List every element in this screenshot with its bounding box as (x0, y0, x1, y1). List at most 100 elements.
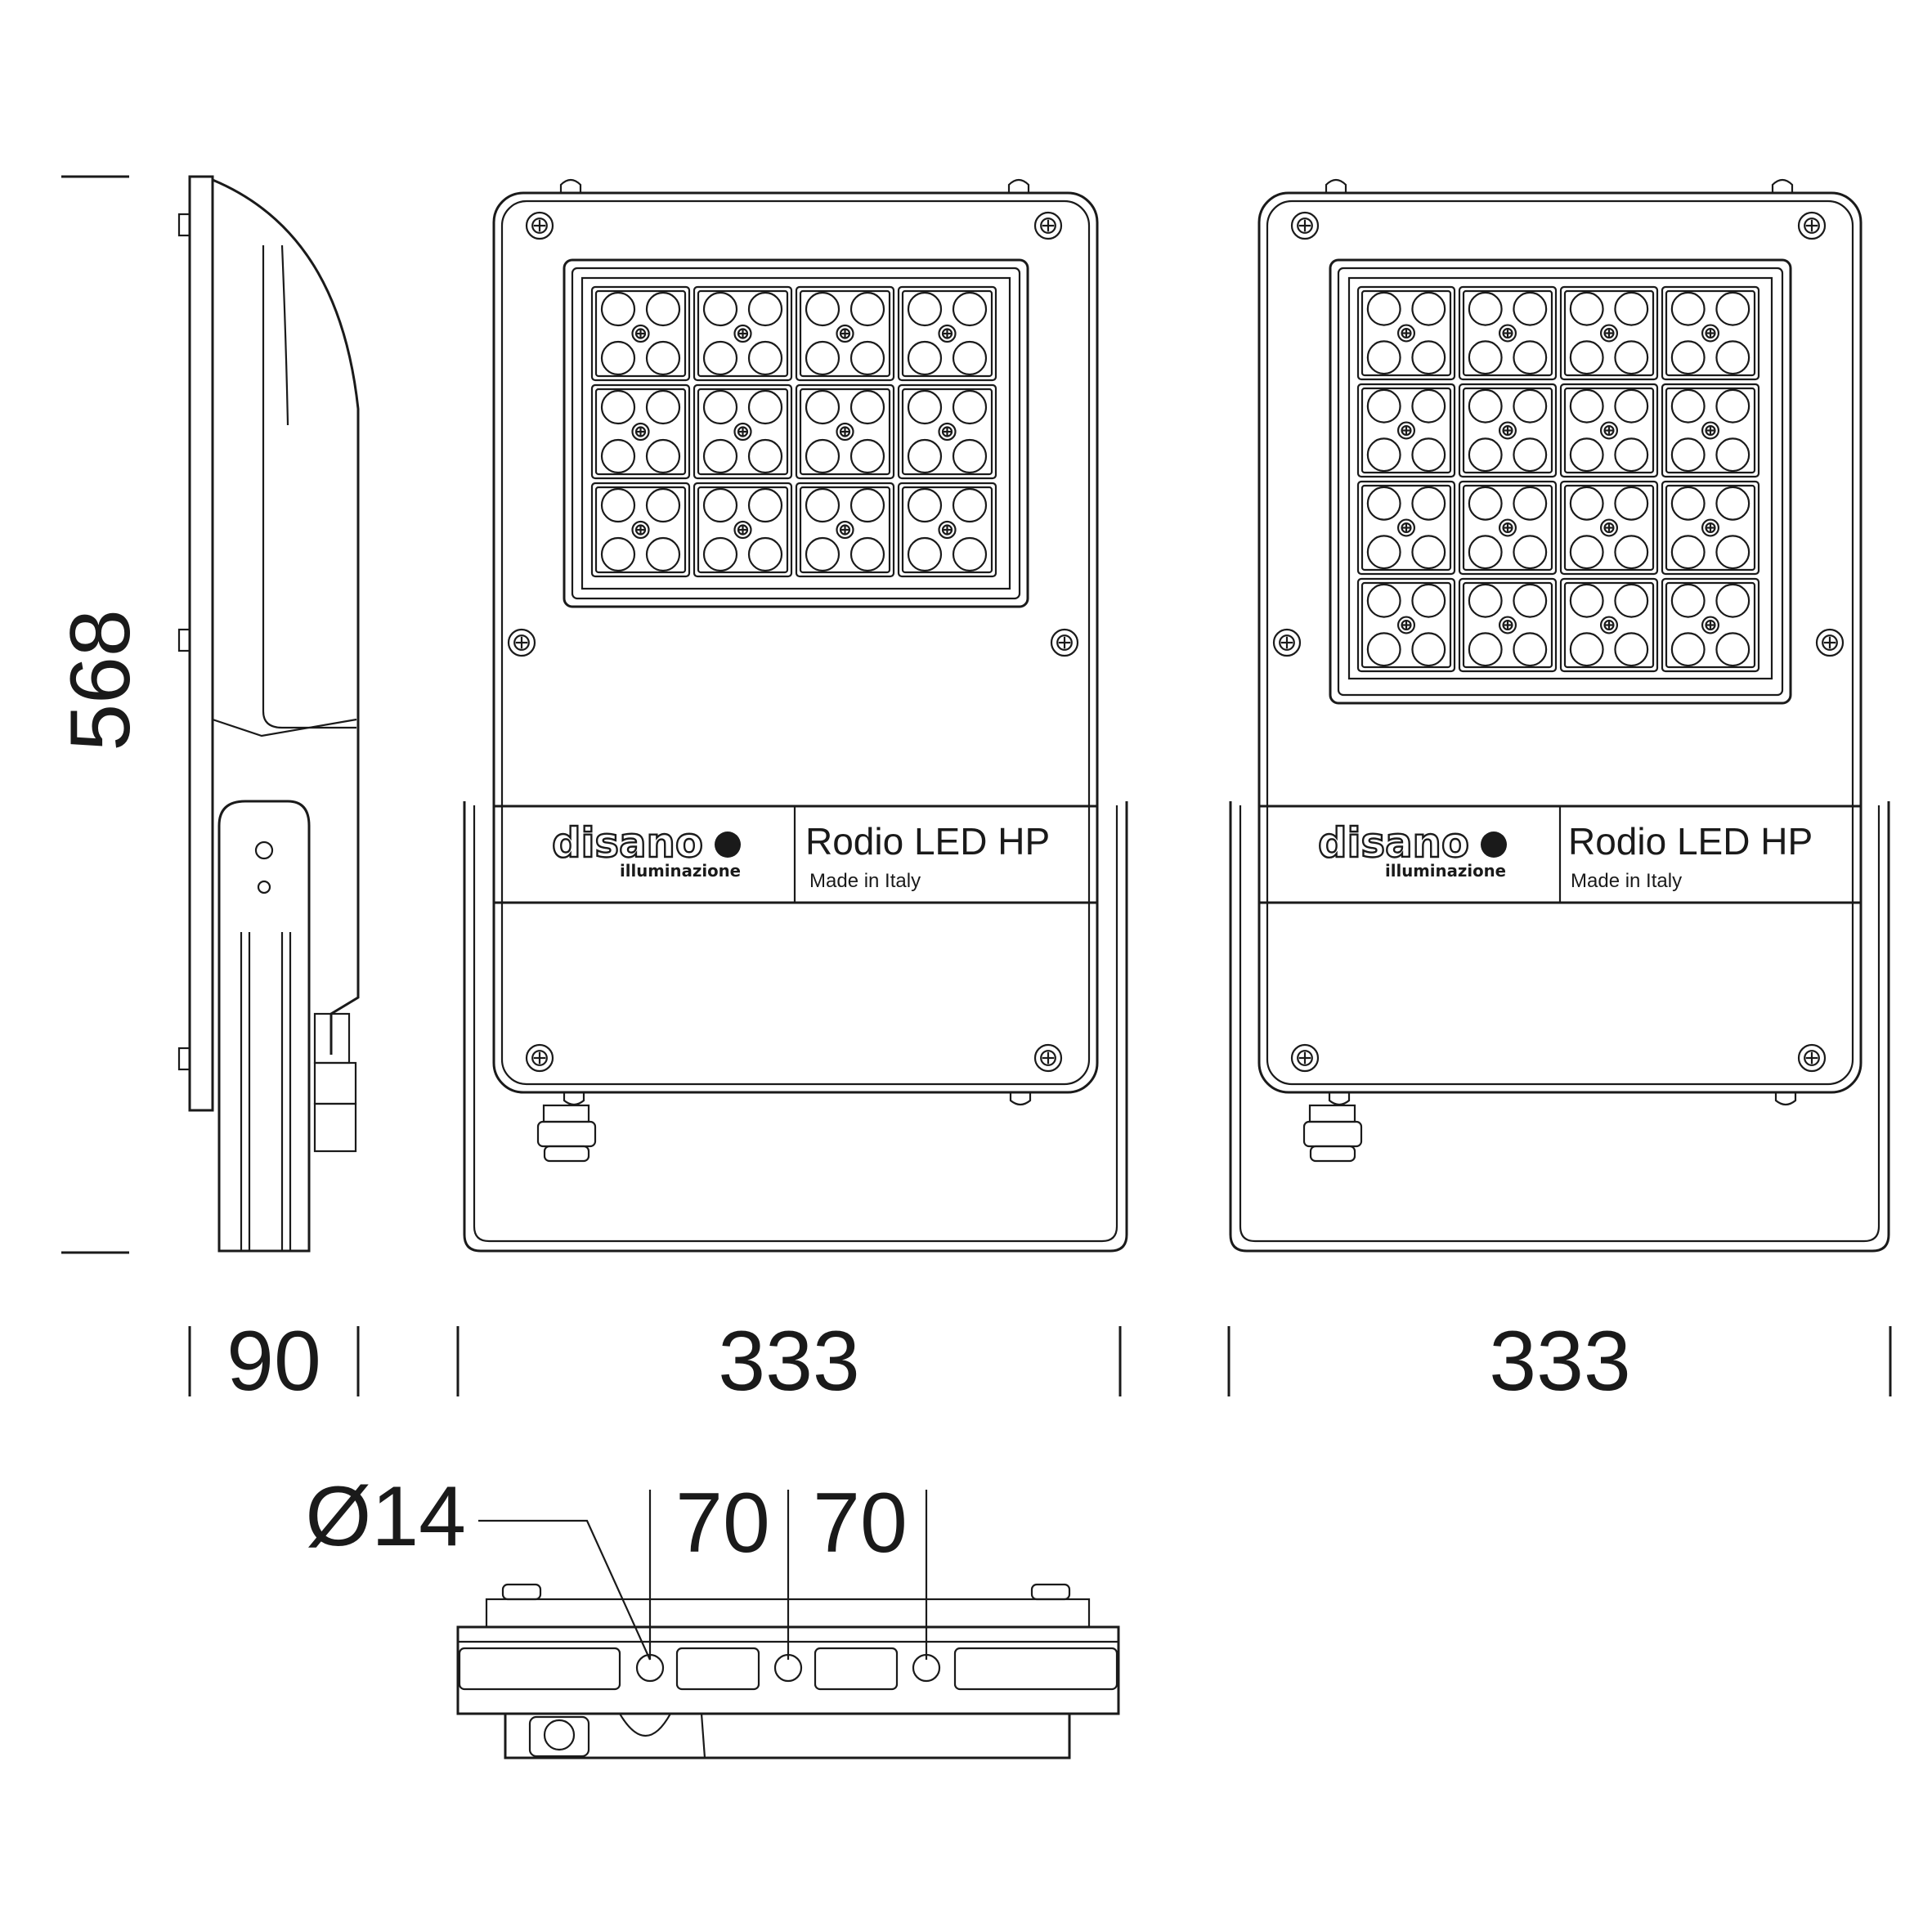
led-lens (849, 438, 885, 474)
led-screw-icon (1498, 518, 1517, 537)
led-lens (1715, 583, 1750, 618)
led-module (897, 285, 997, 382)
bottom-hole-2 (773, 1653, 803, 1683)
small-top-tab-left (559, 178, 582, 193)
bottom-tab-left (501, 1583, 542, 1601)
large-led-frame (1347, 276, 1773, 680)
large-housing-inner (1266, 199, 1854, 1086)
housing-screw-icon (1815, 628, 1845, 657)
large-screws (1272, 211, 1845, 1073)
led-module (1661, 480, 1760, 576)
led-lens (805, 340, 840, 376)
led-lens (600, 340, 636, 376)
led-lens (702, 340, 738, 376)
led-lens (1614, 486, 1649, 521)
large-bottom-tab-right (1774, 1092, 1797, 1106)
led-lens (1411, 340, 1446, 375)
small-bottom-tab-left (563, 1092, 585, 1106)
led-lens (1411, 486, 1446, 521)
led-module (590, 383, 691, 480)
led-lens (1468, 437, 1503, 473)
led-screw-icon (836, 422, 854, 442)
led-lens (645, 340, 681, 376)
led-screw-icon (1701, 421, 1720, 440)
led-lens (952, 340, 988, 376)
large-gland-nut (1302, 1120, 1363, 1148)
led-screw-icon (1599, 518, 1619, 537)
led-lens (907, 389, 943, 425)
led-lens (1614, 632, 1649, 667)
led-lens (1468, 535, 1503, 570)
led-module (795, 482, 895, 578)
led-lens (1366, 632, 1401, 667)
led-screw-icon (1599, 616, 1619, 634)
led-module (1661, 383, 1760, 478)
led-lens (702, 536, 738, 572)
large-top-tab-left (1325, 178, 1347, 193)
led-lens (1670, 632, 1706, 667)
led-screw-icon (631, 324, 650, 343)
bottom-slot-3 (814, 1647, 899, 1691)
large-housing (1257, 191, 1863, 1094)
small-brand-logo: disano (552, 819, 703, 867)
led-screw-icon (938, 324, 957, 343)
led-lens (1366, 583, 1401, 618)
led-lens (1614, 437, 1649, 473)
hole-diameter-leader (478, 1519, 652, 1661)
led-lens (1513, 535, 1548, 570)
led-lens (1468, 486, 1503, 521)
led-lens (600, 291, 636, 327)
small-gland-top (542, 1104, 590, 1123)
led-module (1661, 577, 1760, 673)
led-lens (1513, 388, 1548, 424)
led-lens (1569, 291, 1604, 326)
led-lens (645, 487, 681, 523)
large-brand-sub: illuminazione (1385, 861, 1506, 881)
led-lens (645, 291, 681, 327)
housing-screw-icon (1033, 1043, 1063, 1073)
led-lens (1468, 291, 1503, 326)
led-module (1458, 577, 1558, 673)
led-lens (645, 389, 681, 425)
led-screw-icon (733, 422, 752, 442)
led-module (795, 383, 895, 480)
led-lens (849, 291, 885, 327)
led-lens (952, 487, 988, 523)
large-origin: Made in Italy (1571, 870, 1682, 892)
led-module (795, 285, 895, 382)
side-fin (262, 245, 356, 729)
led-screw-icon (1396, 518, 1416, 537)
depth-value: 90 (226, 1314, 321, 1409)
led-lens (1670, 340, 1706, 375)
led-lens (1366, 535, 1401, 570)
led-module (590, 285, 691, 382)
led-lens (1513, 291, 1548, 326)
led-lens (1411, 632, 1446, 667)
led-lens (1715, 486, 1750, 521)
led-lens (1569, 340, 1604, 375)
led-lens (1614, 388, 1649, 424)
led-lens (805, 438, 840, 474)
housing-screw-icon (1272, 628, 1302, 657)
led-lens (1366, 388, 1401, 424)
led-lens (645, 438, 681, 474)
small-bracket-inner (473, 805, 1118, 1243)
bottom-bracket (456, 1625, 1120, 1715)
side-view (177, 175, 360, 1253)
led-lens (1569, 583, 1604, 618)
led-lens (1569, 535, 1604, 570)
small-bracket-outer (463, 801, 1128, 1253)
large-bottom-tab-left (1328, 1092, 1351, 1106)
large-led-window (1329, 258, 1792, 705)
led-lens (1366, 486, 1401, 521)
large-led-grid (1356, 285, 1760, 673)
led-lens (747, 291, 783, 327)
led-lens (1670, 583, 1706, 618)
led-lens (1366, 437, 1401, 473)
led-lens (1670, 437, 1706, 473)
side-bracket (217, 800, 311, 1253)
led-lens (849, 487, 885, 523)
bottom-slot-1 (458, 1647, 621, 1691)
front-view-small: disano illuminazione Rodio LED HP Made i… (463, 178, 1128, 1253)
led-module (897, 482, 997, 578)
